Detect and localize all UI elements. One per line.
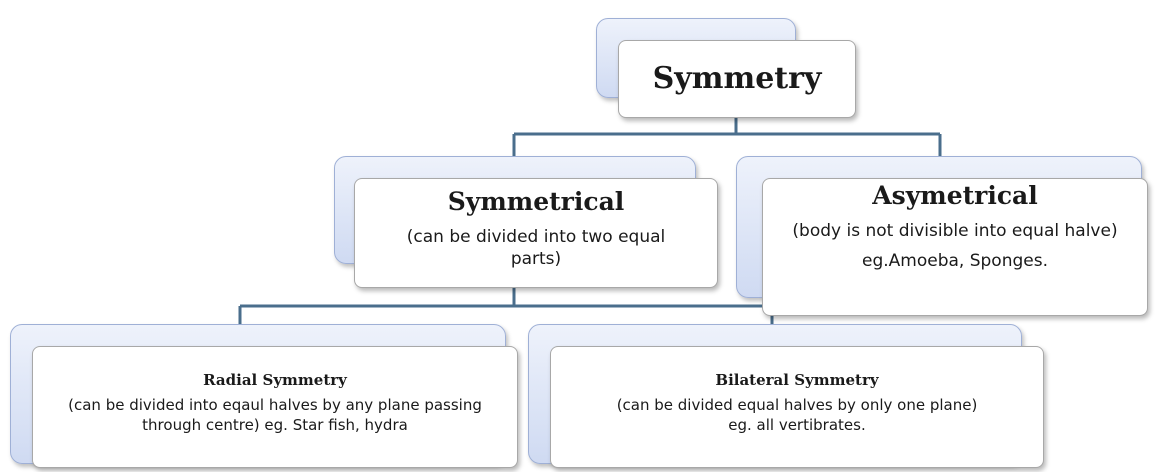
bilateral-description: (can be divided equal halves by only one… [616,396,978,434]
symmetrical-title: Symmetrical [447,187,625,216]
bilateral-title: Bilateral Symmetry [715,371,879,389]
symmetrical-description: (can be divided into two equal parts) [406,227,666,269]
symmetry-title: Symmetry [652,61,822,96]
bilateral-node: Bilateral Symmetry (can be divided equal… [550,346,1044,468]
radial-node: Radial Symmetry (can be divided into eqa… [32,346,518,468]
radial-description: (can be divided into eqaul halves by any… [68,396,482,434]
asymetrical-title: Asymetrical [872,181,1038,210]
symmetrical-node: Symmetrical (can be divided into two equ… [354,178,718,288]
connector-level2 [238,304,774,324]
connector-level1 [512,132,942,158]
radial-title: Radial Symmetry [203,371,347,389]
asymetrical-description: (body is not divisible into equal halve) [792,221,1118,241]
symmetry-node: Symmetry [618,40,856,118]
asymetrical-node: Asymetrical (body is not divisible into … [762,178,1148,316]
asymetrical-example: eg.Amoeba, Sponges. [862,251,1048,271]
